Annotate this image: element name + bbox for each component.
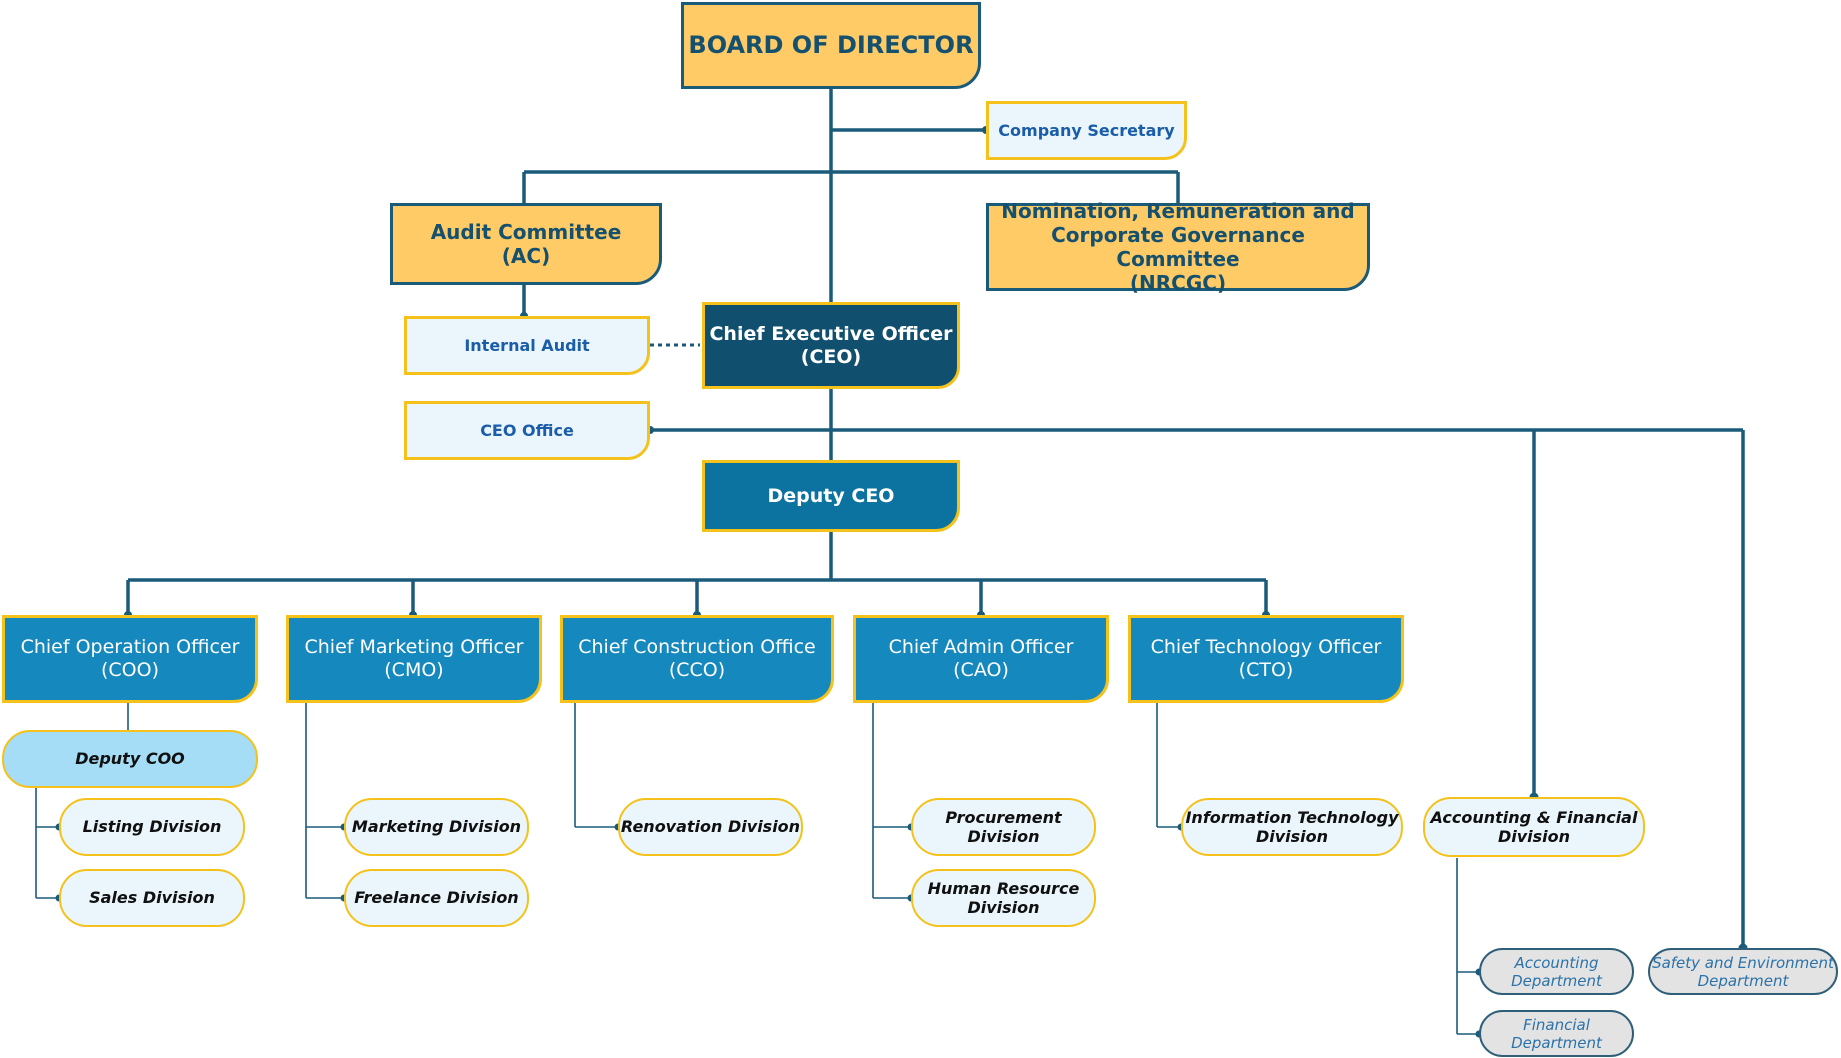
accounting-financial-division-box: Accounting & Financial Division <box>1423 797 1645 857</box>
freelance-division-box: Freelance Division <box>344 869 529 927</box>
safety-environment-department-box: Safety and Environment Department <box>1648 948 1838 995</box>
sales-division-box: Sales Division <box>59 869 245 927</box>
deputy-ceo-box: Deputy CEO <box>702 460 960 532</box>
information-technology-division-box: Information Technology Division <box>1181 798 1403 856</box>
cto-box: Chief Technology Officer (CTO) <box>1128 615 1404 703</box>
financial-department-box: Financial Department <box>1479 1010 1634 1057</box>
audit-committee-box: Audit Committee (AC) <box>390 203 662 285</box>
ceo-office-box: CEO Office <box>404 401 650 460</box>
company-secretary-box: Company Secretary <box>986 101 1187 160</box>
board-of-director-box: BOARD OF DIRECTOR <box>681 2 981 89</box>
cao-box: Chief Admin Officer (CAO) <box>853 615 1109 703</box>
procurement-division-box: Procurement Division <box>911 798 1096 856</box>
nrcgc-box: Nomination, Remuneration and Corporate G… <box>986 199 1370 295</box>
accounting-department-box: Accounting Department <box>1479 948 1634 995</box>
internal-audit-box: Internal Audit <box>404 316 650 375</box>
human-resource-division-box: Human Resource Division <box>911 869 1096 927</box>
renovation-division-box: Renovation Division <box>618 798 803 856</box>
listing-division-box: Listing Division <box>59 798 245 856</box>
cmo-box: Chief Marketing Officer (CMO) <box>286 615 542 703</box>
ceo-box: Chief Executive Officer (CEO) <box>702 302 960 389</box>
deputy-coo-box: Deputy COO <box>2 730 258 788</box>
marketing-division-box: Marketing Division <box>344 798 529 856</box>
cco-box: Chief Construction Office (CCO) <box>560 615 834 703</box>
coo-box: Chief Operation Officer (COO) <box>2 615 258 703</box>
